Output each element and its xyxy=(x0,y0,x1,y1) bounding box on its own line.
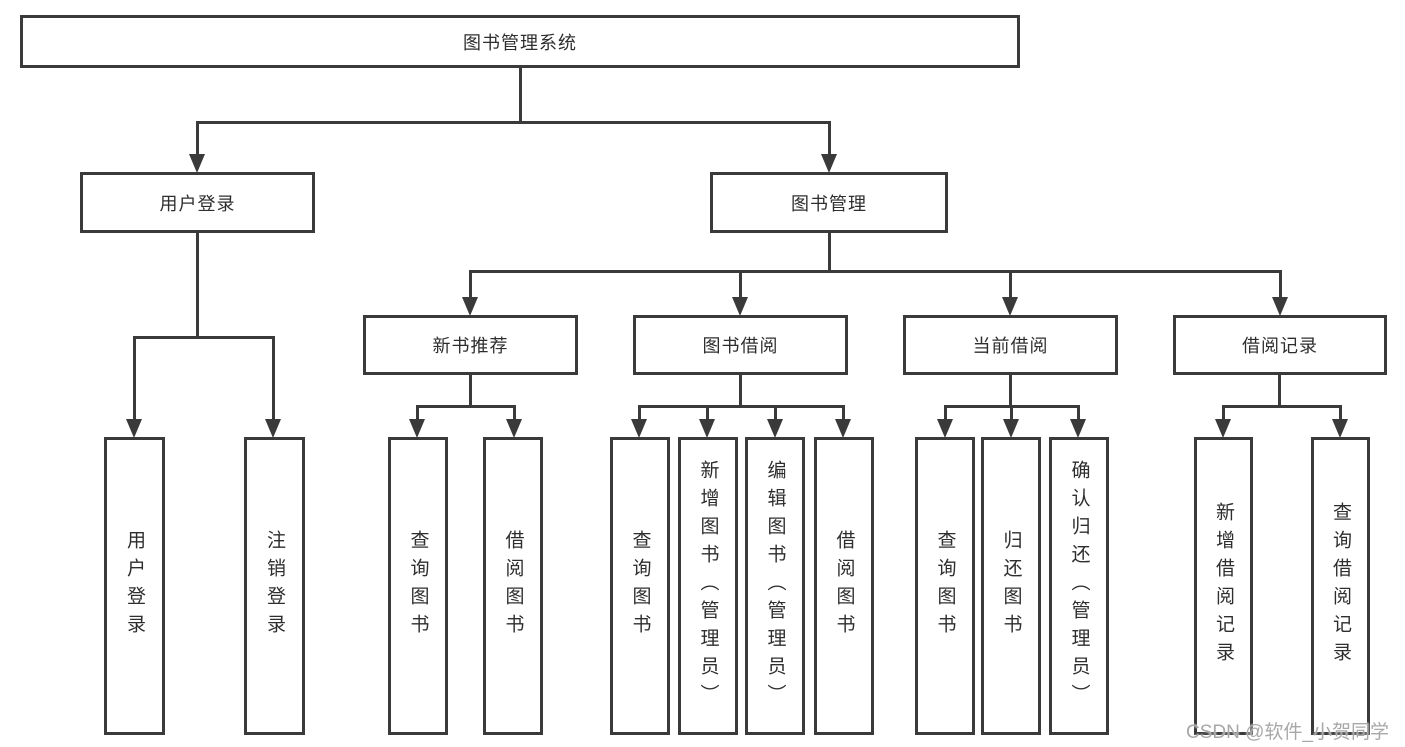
arrowhead-down-icon xyxy=(1272,297,1288,316)
connector-line xyxy=(1010,405,1013,420)
connector-line xyxy=(513,405,516,420)
connector-line xyxy=(638,405,845,408)
arrowhead-down-icon xyxy=(126,419,142,438)
arrowhead-down-icon xyxy=(699,419,715,438)
csdn-watermark: CSDN @软件_小贺同学 xyxy=(1186,722,1389,743)
connector-line xyxy=(469,270,1282,273)
leaf-label: 新增借阅记录 xyxy=(1213,502,1234,670)
connector-line xyxy=(1009,270,1012,298)
connector-line xyxy=(842,405,845,420)
leaf-confirm-return-admin: 确认归还（管理员） xyxy=(1049,437,1109,735)
connector-line xyxy=(944,405,947,420)
node-root-library-system: 图书管理系统 xyxy=(20,15,1020,68)
arrowhead-down-icon xyxy=(1002,297,1018,316)
leaf-label: 确认归还（管理员） xyxy=(1068,460,1090,712)
connector-line xyxy=(828,121,831,155)
arrowhead-down-icon xyxy=(409,419,425,438)
leaf-label: 借阅图书 xyxy=(502,530,524,642)
node-new-book-recommend: 新书推荐 xyxy=(363,315,578,375)
connector-line xyxy=(133,336,136,420)
connector-line xyxy=(416,405,516,408)
node-current-borrow: 当前借阅 xyxy=(903,315,1118,375)
node-label: 图书借阅 xyxy=(702,336,779,356)
node-label: 用户登录 xyxy=(159,193,236,214)
connector-line xyxy=(133,336,275,339)
leaf-return-books: 归还图书 xyxy=(981,437,1041,735)
connector-line xyxy=(638,405,641,420)
leaf-edit-books-admin: 编辑图书（管理员） xyxy=(745,437,805,735)
connector-line xyxy=(739,270,742,298)
arrowhead-down-icon xyxy=(631,419,647,438)
node-borrow-records: 借阅记录 xyxy=(1173,315,1387,375)
arrowhead-down-icon xyxy=(937,419,953,438)
node-book-management: 图书管理 xyxy=(710,172,948,233)
connector-line xyxy=(272,336,275,420)
leaf-label: 查询图书 xyxy=(629,530,651,642)
connector-line xyxy=(519,67,522,124)
node-user-login: 用户登录 xyxy=(80,172,315,233)
node-label: 当前借阅 xyxy=(972,336,1049,356)
leaf-label: 注销登录 xyxy=(264,530,285,642)
node-label: 新书推荐 xyxy=(432,336,509,356)
connector-line xyxy=(416,405,419,420)
arrowhead-down-icon xyxy=(1332,419,1348,438)
leaf-add-borrow-record: 新增借阅记录 xyxy=(1194,437,1253,735)
connector-line xyxy=(1222,405,1341,408)
leaf-query-borrow-record: 查询借阅记录 xyxy=(1311,437,1370,735)
connector-line xyxy=(828,233,831,273)
leaf-add-books-admin: 新增图书（管理员） xyxy=(678,437,738,735)
leaf-label: 借阅图书 xyxy=(833,530,855,642)
connector-line xyxy=(1339,405,1342,420)
connector-line xyxy=(196,121,199,155)
leaf-borrow-books-recommend: 借阅图书 xyxy=(483,437,543,735)
connector-line xyxy=(469,375,472,408)
arrowhead-down-icon xyxy=(835,419,851,438)
node-label: 借阅记录 xyxy=(1242,336,1318,356)
leaf-label: 新增图书（管理员） xyxy=(697,460,719,712)
node-label: 图书管理系统 xyxy=(463,32,577,53)
leaf-label: 查询图书 xyxy=(934,530,956,642)
leaf-query-books-recommend: 查询图书 xyxy=(388,437,448,735)
leaf-user-login: 用户登录 xyxy=(104,437,165,735)
node-label: 图书管理 xyxy=(791,193,867,214)
arrowhead-down-icon xyxy=(462,297,478,316)
connector-line xyxy=(1279,270,1282,298)
leaf-query-books-current: 查询图书 xyxy=(915,437,975,735)
leaf-label: 查询借阅记录 xyxy=(1330,502,1351,670)
leaf-label: 归还图书 xyxy=(1000,530,1022,642)
connector-line xyxy=(1009,375,1012,408)
arrowhead-down-icon xyxy=(265,419,281,438)
connector-line xyxy=(196,121,831,124)
connector-line xyxy=(774,405,777,420)
connector-line xyxy=(196,233,199,339)
node-book-borrow: 图书借阅 xyxy=(633,315,848,375)
arrowhead-down-icon xyxy=(767,419,783,438)
leaf-label: 查询图书 xyxy=(407,530,429,642)
connector-line xyxy=(1222,405,1225,420)
leaf-query-books-borrow: 查询图书 xyxy=(610,437,670,735)
leaf-label: 用户登录 xyxy=(124,530,145,642)
leaf-label: 编辑图书（管理员） xyxy=(764,460,786,712)
arrowhead-down-icon xyxy=(821,154,837,173)
arrowhead-down-icon xyxy=(732,297,748,316)
connector-line xyxy=(739,375,742,408)
connector-line xyxy=(1278,375,1281,408)
arrowhead-down-icon xyxy=(189,154,205,173)
leaf-logout: 注销登录 xyxy=(244,437,305,735)
arrowhead-down-icon xyxy=(1070,419,1086,438)
connector-line xyxy=(469,270,472,298)
arrowhead-down-icon xyxy=(506,419,522,438)
leaf-borrow-books: 借阅图书 xyxy=(814,437,874,735)
connector-line xyxy=(1077,405,1080,420)
arrowhead-down-icon xyxy=(1215,419,1231,438)
arrowhead-down-icon xyxy=(1003,419,1019,438)
connector-line xyxy=(706,405,709,420)
